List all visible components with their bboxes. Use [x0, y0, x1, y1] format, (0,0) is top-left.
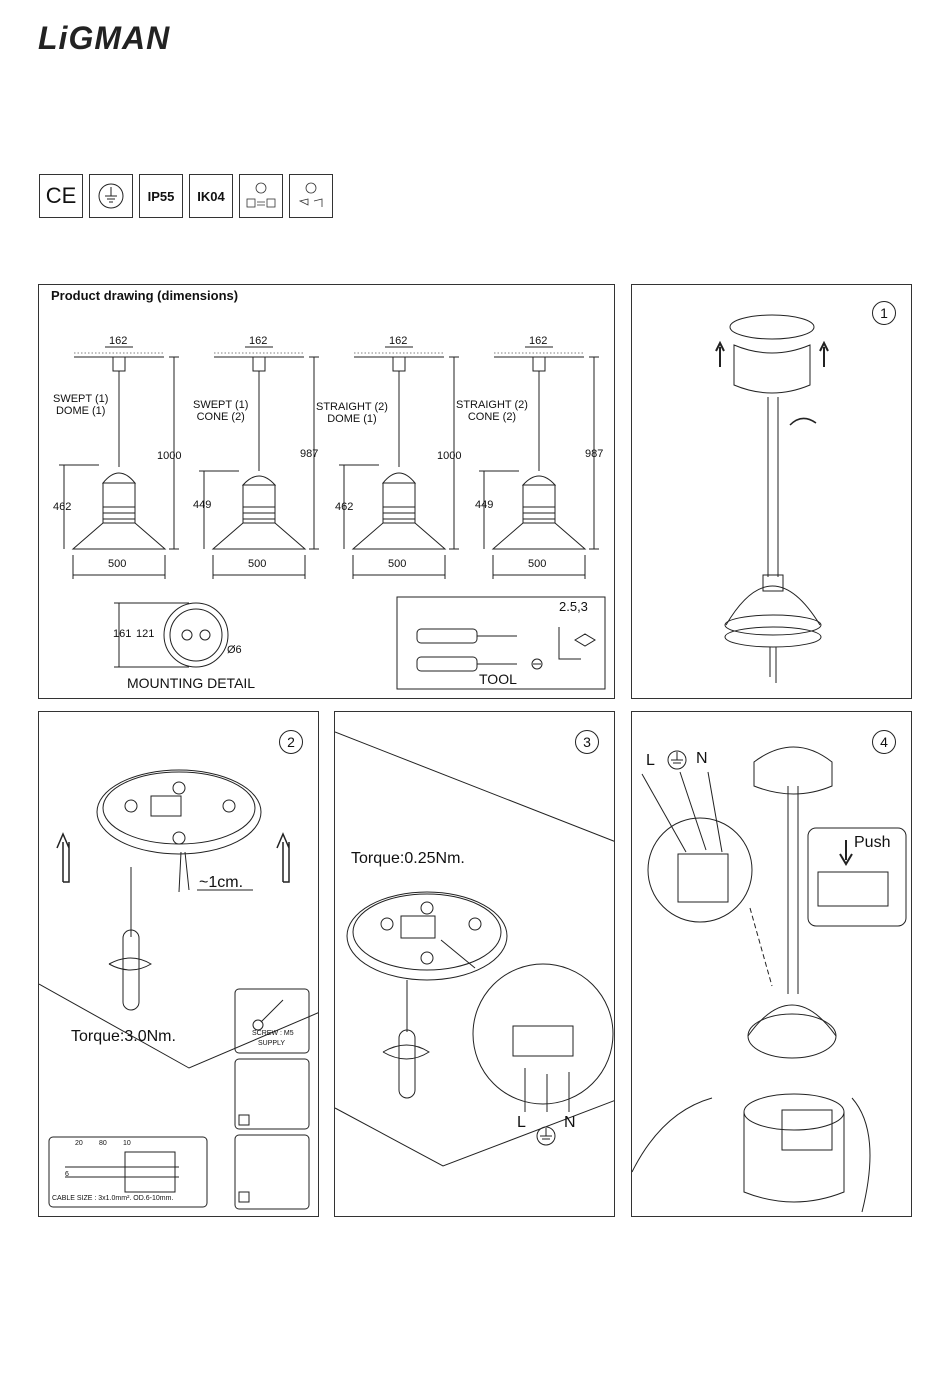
dim-top: 162 [529, 335, 548, 347]
step-3-illustration [335, 731, 614, 1167]
ik-rating-badge: IK04 [189, 174, 233, 218]
step-4-illustration [632, 746, 907, 1213]
tool-size: 2.5,3 [559, 599, 588, 614]
step-2-illustration [39, 769, 318, 1210]
mount-hole-dim: Ø6 [227, 644, 242, 656]
dim-top: 162 [249, 335, 268, 347]
strip-length: ~1cm. [199, 874, 244, 891]
step-1-panel: 1 [631, 284, 912, 699]
dim-width: 500 [108, 558, 127, 570]
step-number: 3 [575, 730, 599, 754]
dim-width: 500 [528, 558, 547, 570]
dim-total: 1000 [157, 450, 182, 462]
brand-logo: LiGMAN [38, 20, 171, 56]
dim-body: 462 [53, 501, 72, 513]
cable-dim-d: 6 [65, 1171, 69, 1178]
push-label: Push [854, 834, 891, 851]
variant-name: SWEPT (1)DOME (1) [53, 393, 109, 417]
dim-body: 449 [193, 499, 212, 511]
lamp-replace-icon [289, 174, 333, 218]
cable-dim-a: 20 [75, 1140, 83, 1147]
earth-ground-icon [89, 174, 133, 218]
dim-total: 987 [585, 448, 604, 460]
ip-rating-badge: IP55 [139, 174, 183, 218]
step-1-illustration [715, 314, 829, 683]
earth-ground-icon [667, 750, 687, 770]
dim-total: 987 [300, 448, 319, 460]
wire-l-label: L [646, 752, 655, 769]
dim-body: 462 [335, 501, 354, 513]
step-number: 1 [872, 301, 896, 325]
dim-top: 162 [389, 335, 408, 347]
step-3-panel: 3 Torque:0.25Nm. L N [334, 711, 615, 1217]
wire-n-label: N [564, 1114, 576, 1131]
tool-label: TOOL [479, 671, 517, 687]
mounting-detail-label: MOUNTING DETAIL [127, 675, 256, 691]
dimension-drawings [59, 346, 606, 690]
driver-replace-icon [239, 174, 283, 218]
cable-size-label: CABLE SIZE : 3x1.0mm². OD.6-10mm. [52, 1195, 174, 1202]
cable-dim-b: 80 [99, 1140, 107, 1147]
certification-icons: CE IP55 IK04 [39, 174, 333, 218]
dimensions-title: Product drawing (dimensions) [51, 288, 239, 303]
dim-top: 162 [109, 335, 128, 347]
mount-inner-dim: 121 [136, 628, 155, 640]
dim-width: 500 [388, 558, 407, 570]
dim-body: 449 [475, 499, 494, 511]
variant-name: STRAIGHT (2)DOME (1) [316, 401, 388, 425]
dim-width: 500 [248, 558, 267, 570]
step-2-panel: 2 ~1cm. Torque:3.0Nm. SCREW : M5 SUPPLY … [38, 711, 319, 1217]
dimensions-panel: Product drawing (dimensions) 162 SWEPT (… [38, 284, 615, 699]
step-number: 2 [279, 730, 303, 754]
dim-total: 1000 [437, 450, 462, 462]
earth-ground-icon [536, 1126, 556, 1146]
wire-n-label: N [696, 750, 708, 767]
cable-dim-c: 10 [123, 1140, 131, 1147]
screw-supply: SUPPLY [258, 1040, 286, 1047]
mount-outer-dim: 161 [113, 628, 132, 640]
step-number: 4 [872, 730, 896, 754]
variant-name: STRAIGHT (2)CONE (2) [456, 399, 528, 423]
wire-l-label: L [517, 1114, 526, 1131]
step-4-panel: 4 L N Push [631, 711, 912, 1217]
torque-label: Torque:3.0Nm. [71, 1028, 176, 1045]
ce-mark-icon: CE [39, 174, 83, 218]
torque-label: Torque:0.25Nm. [351, 850, 465, 867]
variant-name: SWEPT (1)CONE (2) [193, 399, 249, 423]
screw-spec: SCREW : M5 [252, 1030, 294, 1037]
